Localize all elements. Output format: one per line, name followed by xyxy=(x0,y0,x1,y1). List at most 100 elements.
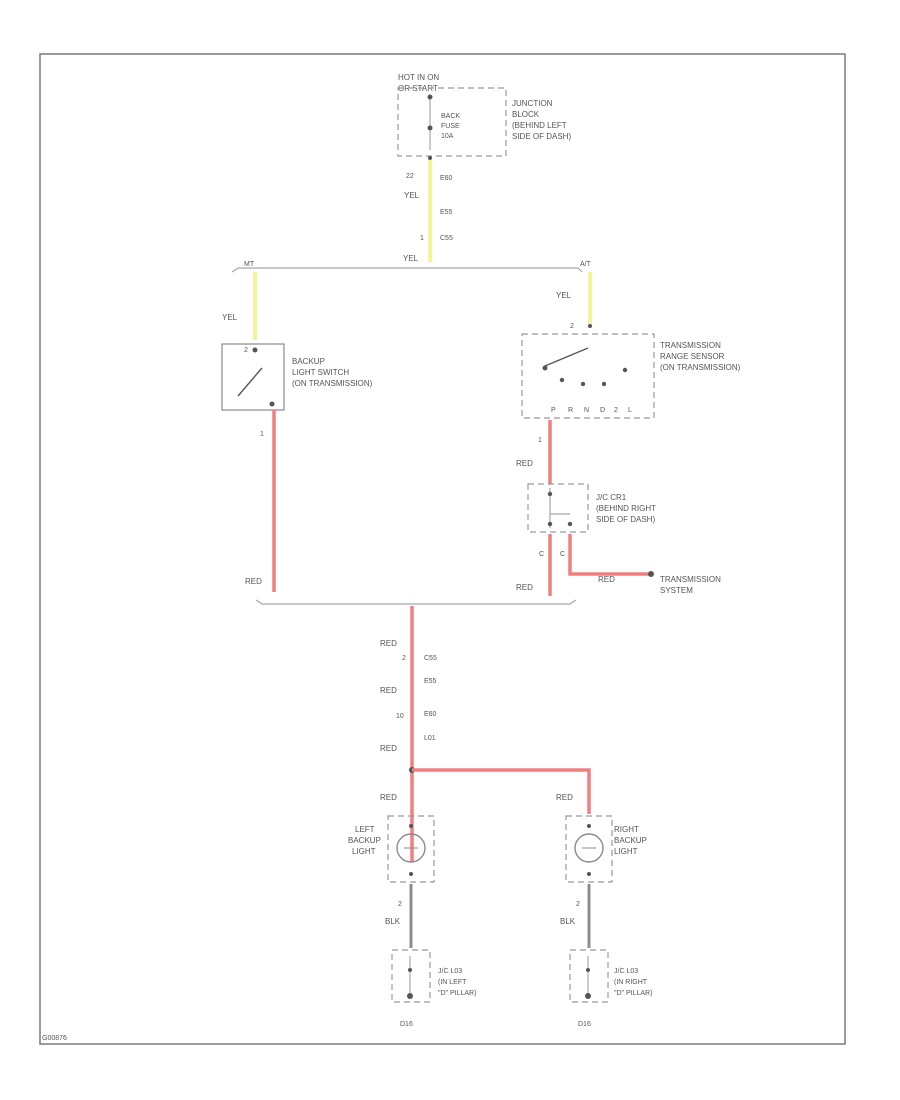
system-name-2: SYSTEM xyxy=(660,586,693,595)
switch-terminal-top xyxy=(252,347,258,353)
jc-out-right-label: RED xyxy=(598,575,615,584)
junction-name-4: SIDE OF DASH) xyxy=(512,132,571,141)
transmission-range-sensor: 2 P R N D 2 L TRANSMISSION RANGE SENSOR … xyxy=(521,323,741,419)
left-bulb-icon xyxy=(396,833,426,863)
switch-pin-1: 1 xyxy=(260,431,264,438)
sensor-pos-l: L xyxy=(628,407,632,414)
mt-wire-label: YEL xyxy=(222,313,238,322)
wire-yel-bus-label: YEL xyxy=(403,254,419,263)
left-gnd-wire-label: BLK xyxy=(385,917,401,926)
pin-1-upper: 1 xyxy=(420,235,424,242)
wire-red-right-branch xyxy=(412,768,591,814)
sensor-contact-p xyxy=(559,377,565,383)
fuse-label-2: FUSE xyxy=(441,123,460,130)
junction-block-outline xyxy=(397,87,507,157)
switch-outline xyxy=(221,343,285,411)
right-jc-l03: J/C L03 (IN RIGHT "D" PILLAR) xyxy=(569,949,652,1003)
switch-name-3: (ON TRANSMISSION) xyxy=(292,379,373,388)
right-jc-node-1 xyxy=(586,968,590,972)
trunk-c55: C55 xyxy=(424,655,437,662)
right-lamp-name-2: BACKUP xyxy=(614,836,647,845)
trunk-e60: E60 xyxy=(424,711,437,718)
jc-cr1-terminal-left xyxy=(547,521,553,527)
sensor-pos-n: N xyxy=(584,407,589,414)
right-jc-name-3: "D" PILLAR) xyxy=(614,990,652,997)
fuse-label-3: 10A xyxy=(441,133,454,140)
jc-cr1-outline xyxy=(527,483,589,533)
right-lamp-terminal-top xyxy=(587,824,591,828)
sensor-pin-2: 2 xyxy=(570,323,574,330)
sensor-pin-1: 1 xyxy=(538,437,542,444)
left-jc-l03: J/C L03 (IN LEFT "D" PILLAR) xyxy=(391,949,476,1003)
bottom-bus xyxy=(255,599,577,605)
system-arrow xyxy=(648,571,654,577)
trunk-red-1: RED xyxy=(380,639,397,648)
conn-c55-upper: C55 xyxy=(440,235,453,242)
conn-e60-upper: E60 xyxy=(440,175,453,182)
jc-out-left-label: RED xyxy=(516,583,533,592)
sensor-contact-n xyxy=(601,381,607,387)
left-backup-light: LEFT BACKUP LIGHT xyxy=(348,815,435,883)
left-lamp-name-1: LEFT xyxy=(355,825,375,834)
trunk-pin-2: 2 xyxy=(402,655,406,662)
jc-cr1-pin-left: C xyxy=(539,551,544,558)
diagram-border xyxy=(39,53,846,1045)
switch-blade xyxy=(237,367,263,397)
right-backup-light: RIGHT BACKUP LIGHT xyxy=(565,815,647,883)
jc-cr1-name-1: J/C CR1 xyxy=(596,493,627,502)
at-wire-label: YEL xyxy=(556,291,572,300)
right-gnd-wire-label: BLK xyxy=(560,917,576,926)
trunk-pin-10: 10 xyxy=(396,713,404,720)
sensor-pos-2: 2 xyxy=(614,407,618,414)
right-lamp-name-3: LIGHT xyxy=(614,847,638,856)
junction-name-3: (BEHIND LEFT xyxy=(512,121,567,130)
hot-label-1: HOT IN ON xyxy=(398,73,439,82)
jc-cr1: J/C CR1 (BEHIND RIGHT SIDE OF DASH) xyxy=(527,483,656,533)
right-jc-name-1: J/C L03 xyxy=(614,968,638,975)
jc-cr1-name-2: (BEHIND RIGHT xyxy=(596,504,656,513)
left-lamp-terminal-bottom xyxy=(409,872,413,876)
left-lamp-terminal-top xyxy=(409,824,413,828)
sensor-pos-r: R xyxy=(568,407,573,414)
fuse-terminal-bottom xyxy=(427,125,433,131)
sensor-pos-d: D xyxy=(600,407,605,414)
figure-code: G00876 xyxy=(42,1035,67,1042)
left-lamp-name-3: LIGHT xyxy=(352,847,376,856)
top-bus xyxy=(231,267,583,273)
wire-red-to-system xyxy=(568,534,650,576)
jc-cr1-terminal-right xyxy=(567,521,573,527)
left-lamp-wire-label: RED xyxy=(380,793,397,802)
backup-light-switch: 2 BACKUP LIGHT SWITCH (ON TRANSMISSION) xyxy=(221,343,373,411)
switch-pin-2: 2 xyxy=(244,347,248,354)
left-jc-name-3: "D" PILLAR) xyxy=(438,990,476,997)
junction-name-1: JUNCTION xyxy=(512,99,553,108)
right-jc-outline xyxy=(569,949,609,1003)
sensor-input-terminal xyxy=(588,324,592,328)
switch-name-2: LIGHT SWITCH xyxy=(292,368,349,377)
sensor-name-1: TRANSMISSION xyxy=(660,341,721,350)
range-sensor-outline xyxy=(521,333,655,419)
right-ground-icon xyxy=(585,993,591,999)
bus-left-label: MT xyxy=(244,261,255,268)
hot-label-2: OR START xyxy=(398,84,438,93)
left-jc-name-2: (IN LEFT xyxy=(438,979,467,986)
left-lamp-outline xyxy=(387,815,435,883)
pin-22: 22 xyxy=(406,173,414,180)
left-lamp-pin: 2 xyxy=(398,901,402,908)
left-jc-name-1: J/C L03 xyxy=(438,968,462,975)
fuse-terminal-top xyxy=(427,94,433,100)
jc-cr1-name-3: SIDE OF DASH) xyxy=(596,515,655,524)
jc-cr1-pin-right: C xyxy=(560,551,565,558)
sensor-blade xyxy=(544,347,589,367)
right-lamp-pin: 2 xyxy=(576,901,580,908)
feed-terminal xyxy=(428,156,432,160)
mt-red-label: RED xyxy=(245,577,262,586)
right-lamp-terminal-bottom xyxy=(587,872,591,876)
conn-e55-upper: E55 xyxy=(440,209,453,216)
trunk-red-3: RED xyxy=(380,744,397,753)
at-red-label: RED xyxy=(516,459,533,468)
trunk-red-2: RED xyxy=(380,686,397,695)
junction-name-2: BLOCK xyxy=(512,110,540,119)
left-jc-outline xyxy=(391,949,431,1003)
